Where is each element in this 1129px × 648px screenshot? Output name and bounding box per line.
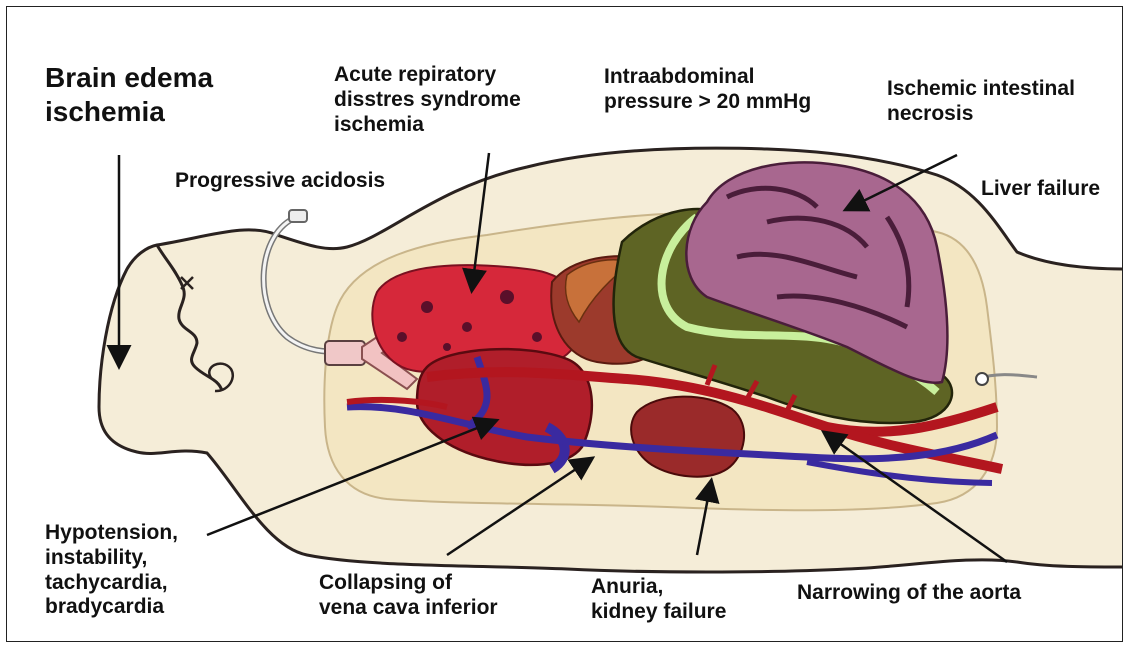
label-anuria: Anuria,kidney failure — [591, 575, 726, 625]
tube-cap — [289, 210, 307, 222]
label-progressive-acidosis: Progressive acidosis — [175, 169, 385, 194]
label-aorta: Narrowing of the aorta — [797, 581, 1021, 606]
tube-connector — [325, 341, 365, 365]
label-liver-failure: Liver failure — [981, 177, 1100, 202]
label-hypotension: Hypotension,instability,tachycardia,brad… — [45, 521, 178, 620]
